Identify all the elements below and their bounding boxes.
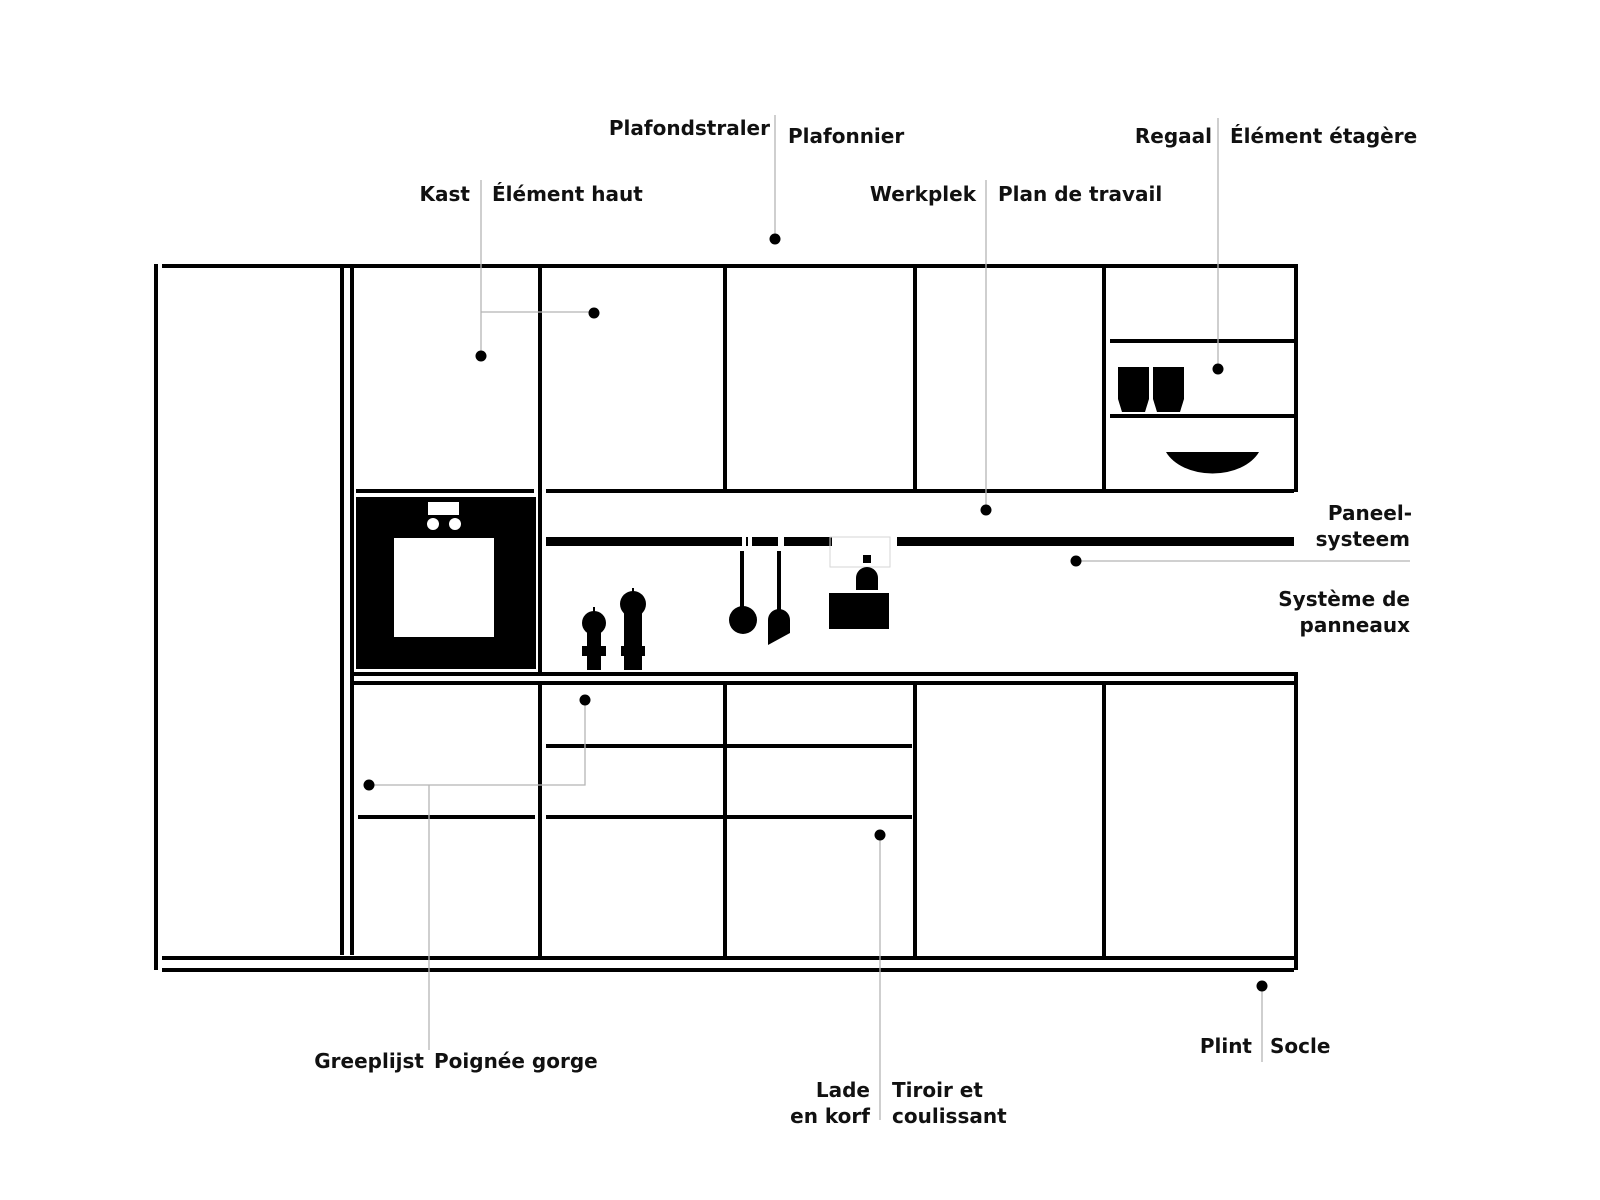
hotspot-cabinet-1[interactable] <box>475 350 487 362</box>
oven-knob-left <box>427 518 439 530</box>
label-cabinet-fr: Élément haut <box>492 182 643 206</box>
cups <box>1118 367 1184 412</box>
pepper-mill-large <box>620 588 646 670</box>
ladle <box>729 551 757 634</box>
label-cabinet-nl: Kast <box>420 182 471 206</box>
label-drawer-fr-2: coulissant <box>892 1104 1007 1128</box>
leaders <box>363 115 1410 1120</box>
oven-knob-right <box>449 518 461 530</box>
pepper-mill-small <box>582 607 606 670</box>
label-panel-system-nl-1: Paneel- <box>1328 501 1412 525</box>
oven-display <box>428 502 459 515</box>
label-shelf-nl: Regaal <box>1135 124 1212 148</box>
panel-rail <box>546 537 1294 546</box>
label-panel-system-fr-1: Système de <box>1278 587 1410 611</box>
label-ceiling-light-nl: Plafondstraler <box>609 116 770 140</box>
hotspot-plinth[interactable] <box>1256 980 1268 992</box>
hotspot-panel-system[interactable] <box>1070 555 1082 567</box>
label-drawer-nl-2: en korf <box>790 1104 870 1128</box>
label-shelf-fr: Élément étagère <box>1230 124 1417 148</box>
hotspot-shelf[interactable] <box>1212 363 1224 375</box>
label-panel-system-nl-2: systeem <box>1316 527 1410 551</box>
label-handle-rail-fr: Poignée gorge <box>434 1049 598 1073</box>
hotspot-handle-rail-2[interactable] <box>579 694 591 706</box>
oven <box>356 497 536 669</box>
hotspot-worktop[interactable] <box>980 504 992 516</box>
labels: Plafondstraler Plafonnier Kast Élément h… <box>314 116 1417 1128</box>
label-worktop-fr: Plan de travail <box>998 182 1162 206</box>
hotspot-cabinet-2[interactable] <box>588 307 600 319</box>
hotspot-drawer[interactable] <box>874 829 886 841</box>
bowl <box>1166 452 1259 474</box>
label-drawer-nl-1: Lade <box>816 1078 870 1102</box>
label-worktop-nl: Werkplek <box>870 182 977 206</box>
label-panel-system-fr-2: panneaux <box>1300 613 1411 637</box>
spatula <box>768 551 790 645</box>
kitchen-structure <box>154 264 1298 972</box>
oven-window <box>394 538 494 637</box>
label-ceiling-light-fr: Plafonnier <box>788 124 904 148</box>
label-drawer-fr-1: Tiroir et <box>892 1078 983 1102</box>
label-plinth-fr: Socle <box>1270 1034 1330 1058</box>
hotspot-ceiling-light[interactable] <box>769 233 781 245</box>
label-handle-rail-nl: Greeplijst <box>314 1049 424 1073</box>
bottle-box <box>829 536 891 629</box>
label-plinth-nl: Plint <box>1200 1034 1253 1058</box>
hotspot-handle-rail-1[interactable] <box>363 779 375 791</box>
